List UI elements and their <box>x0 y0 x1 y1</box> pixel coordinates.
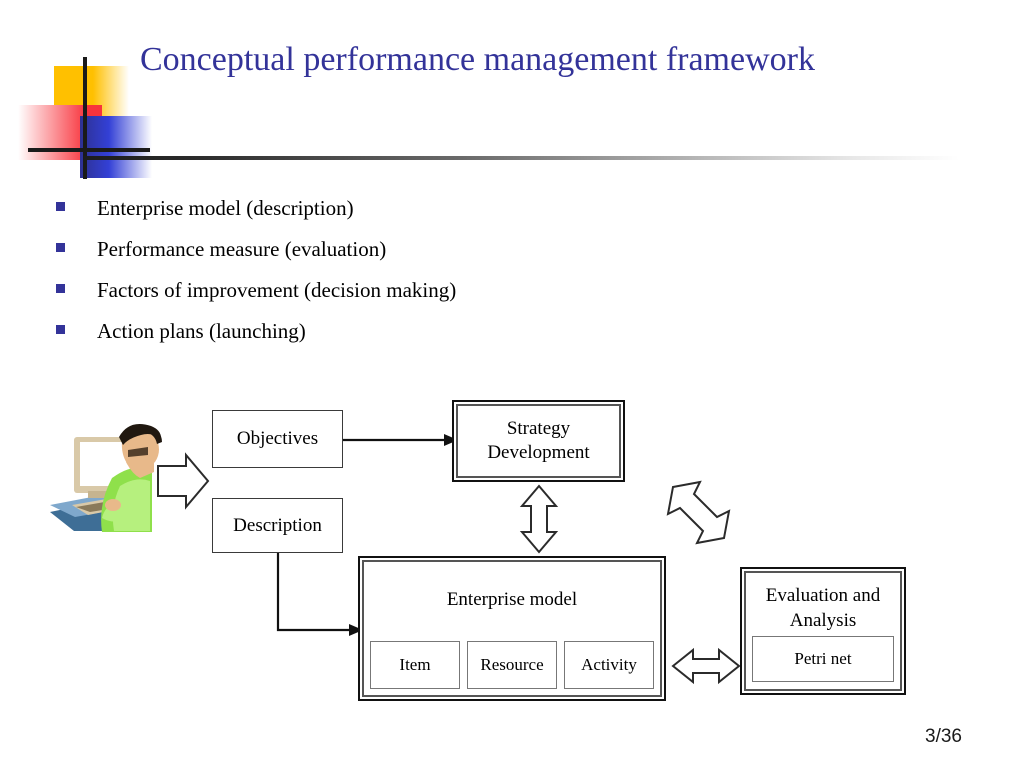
node-evaluation-and-analysis-label: Evaluation and Analysis <box>765 585 881 631</box>
node-description[interactable]: Description <box>212 498 343 553</box>
bullet-list: Enterprise model (description) Performan… <box>56 196 756 360</box>
square-bullet-icon <box>56 202 65 211</box>
list-item-label: Action plans (launching) <box>97 319 306 343</box>
node-item-label: Item <box>399 655 431 674</box>
node-activity[interactable]: Activity <box>564 641 654 689</box>
list-item: Factors of improvement (decision making) <box>56 278 756 319</box>
page-number: 3/36 <box>925 726 962 747</box>
node-petri-net[interactable]: Petri net <box>752 636 894 682</box>
list-item: Action plans (launching) <box>56 319 756 360</box>
block-arrow-horizontal-double <box>671 647 741 685</box>
list-item: Performance measure (evaluation) <box>56 237 756 278</box>
block-arrow-vertical-double <box>519 484 559 554</box>
node-resource[interactable]: Resource <box>467 641 557 689</box>
logo-blue-square <box>80 116 152 178</box>
connector-description-enterprise <box>276 553 350 632</box>
title-divider <box>84 156 959 160</box>
square-bullet-icon <box>56 325 65 334</box>
logo-horizontal-line <box>28 148 150 152</box>
node-item[interactable]: Item <box>370 641 460 689</box>
node-strategy-development[interactable]: Strategy Development <box>452 400 625 482</box>
block-arrow-right-intake <box>157 452 210 510</box>
node-petri-net-label: Petri net <box>794 649 852 668</box>
square-bullet-icon <box>56 284 65 293</box>
arrowhead-description-enterprise <box>349 624 363 636</box>
list-item-label: Enterprise model (description) <box>97 196 354 220</box>
list-item-label: Factors of improvement (decision making) <box>97 278 457 302</box>
node-enterprise-model-label: Enterprise model <box>446 589 578 610</box>
arrowhead-objectives-strategy <box>444 434 458 446</box>
block-arrow-diagonal-double <box>666 480 731 545</box>
node-enterprise-model[interactable]: Enterprise model Item Resource Activity <box>358 556 666 701</box>
list-item-label: Performance measure (evaluation) <box>97 237 387 261</box>
node-resource-label: Resource <box>480 655 544 674</box>
enterprise-model-components: Item Resource Activity <box>370 641 654 689</box>
node-evaluation-and-analysis[interactable]: Evaluation and Analysis Petri net <box>740 567 906 695</box>
node-objectives[interactable]: Objectives <box>212 410 343 468</box>
page-title: Conceptual performance management framew… <box>140 41 815 78</box>
square-bullet-icon <box>56 243 65 252</box>
node-strategy-development-label: Strategy Development <box>487 418 590 463</box>
node-objectives-label: Objectives <box>236 428 319 449</box>
node-description-label: Description <box>233 514 322 536</box>
list-item: Enterprise model (description) <box>56 196 756 237</box>
node-activity-label: Activity <box>581 655 637 674</box>
slide-decoration-logo <box>18 57 152 179</box>
logo-vertical-line <box>83 57 87 179</box>
